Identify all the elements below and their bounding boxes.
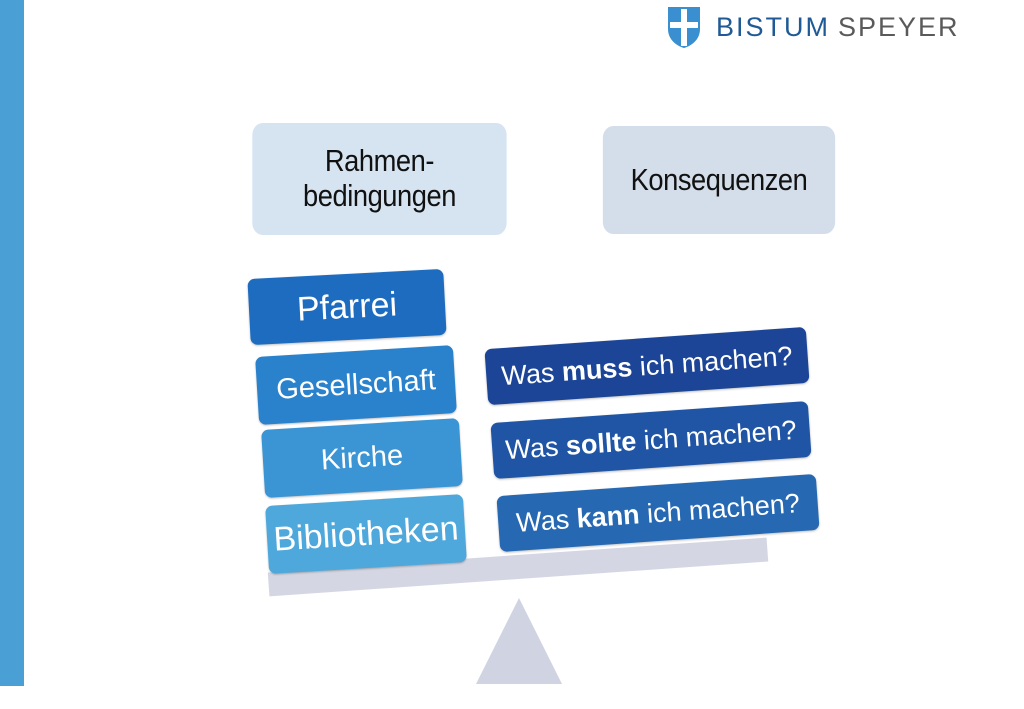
pill-pfarrei: Pfarrei: [247, 268, 447, 346]
kann-post: ich machen?: [638, 487, 801, 529]
pill-kann: Was kann ich machen?: [496, 473, 820, 553]
pill-sollte: Was sollte ich machen?: [490, 400, 812, 480]
header-konsequenzen: Konsequenzen: [602, 126, 836, 234]
header-left-line1: Rahmen-: [324, 143, 435, 179]
header-right-label: Konsequenzen: [630, 161, 808, 197]
muss-post: ich machen?: [631, 340, 794, 382]
logo-word-speyer: SPEYER: [838, 11, 960, 42]
shield-cross-icon: [668, 7, 700, 48]
sollte-bold: sollte: [564, 425, 638, 461]
kann-bold: kann: [575, 498, 641, 534]
pill-kirche: Kirche: [261, 418, 463, 498]
left-accent-bar: [0, 0, 24, 686]
pill-bibliotheken-label: Bibliotheken: [272, 508, 460, 559]
sollte-pre: Was: [504, 430, 567, 465]
pill-gesellschaft: Gesellschaft: [255, 345, 457, 425]
muss-pre: Was: [500, 356, 563, 391]
header-rahmenbedingungen: Rahmen- bedingungen: [252, 123, 507, 235]
header-left-line2: bedingungen: [303, 178, 456, 213]
pill-gesellschaft-label: Gesellschaft: [275, 363, 437, 406]
logo-word-bistum: BISTUM: [716, 11, 831, 42]
muss-bold: muss: [560, 351, 634, 387]
kann-pre: Was: [515, 503, 578, 538]
pill-bibliotheken: Bibliotheken: [265, 494, 467, 574]
sollte-post: ich machen?: [635, 414, 798, 456]
seesaw-fulcrum: [476, 598, 562, 684]
pill-kirche-label: Kirche: [319, 439, 404, 476]
pill-muss: Was muss ich machen?: [484, 326, 810, 406]
pill-pfarrei-label: Pfarrei: [295, 284, 398, 329]
